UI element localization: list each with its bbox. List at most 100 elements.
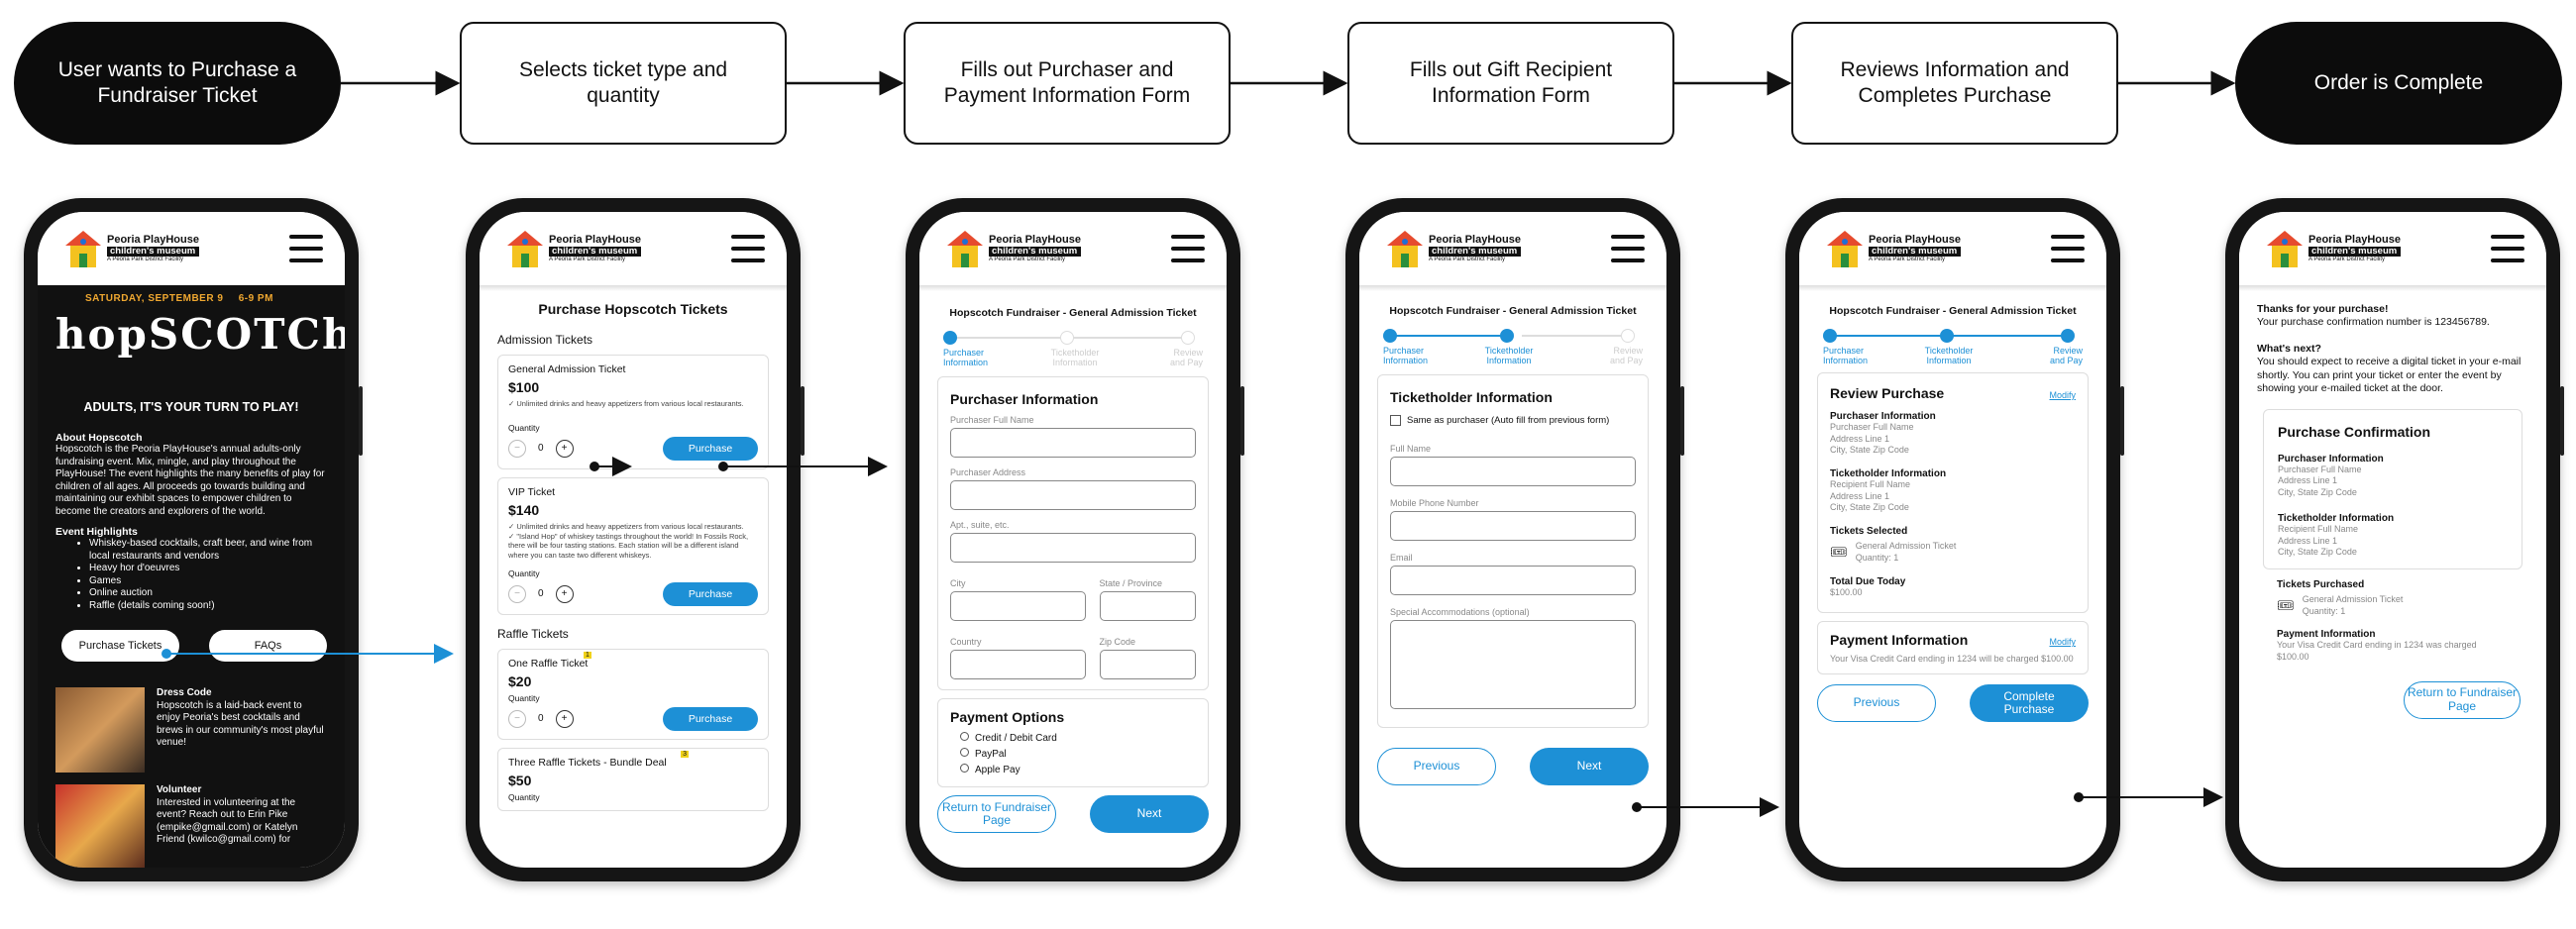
payment-option-applepay[interactable]: Apple Pay — [960, 763, 1196, 778]
progress-stepper: Purchaser Information Ticketholder Infor… — [1377, 329, 1649, 368]
step-dot — [1181, 331, 1195, 345]
hamburger-menu-icon[interactable] — [731, 235, 765, 262]
tagline: ADULTS, IT'S YOUR TURN TO PLAY! — [83, 400, 299, 414]
checkbox-icon[interactable] — [1390, 415, 1401, 426]
plus-button[interactable]: + — [555, 439, 574, 458]
about-title: About Hopscotch — [55, 432, 143, 444]
event-title: Hopscotch Fundraiser - General Admission… — [949, 307, 1197, 319]
ticketholder-card: Ticketholder Information Same as purchas… — [1377, 374, 1649, 728]
house-logo-icon — [947, 231, 983, 267]
radio-icon[interactable] — [960, 732, 969, 741]
country-input[interactable] — [950, 650, 1086, 679]
step-dot — [1060, 331, 1074, 345]
radio-icon[interactable] — [960, 764, 969, 773]
minus-button[interactable]: − — [508, 584, 526, 603]
payment-option-paypal[interactable]: PayPal — [960, 747, 1196, 763]
highlight-item: Whiskey-based cocktails, craft beer, and… — [89, 538, 327, 563]
info-line: General Admission Ticket — [1855, 541, 1957, 552]
next-button[interactable]: Next — [1530, 748, 1649, 785]
house-logo-icon — [1827, 231, 1863, 267]
flow-node-start: User wants to Purchase a Fundraiser Tick… — [14, 22, 341, 145]
state-input[interactable] — [1099, 591, 1196, 621]
field-label: Country — [950, 637, 982, 647]
hamburger-menu-icon[interactable] — [1171, 235, 1205, 262]
phone-input[interactable] — [1390, 511, 1636, 541]
full-name-input[interactable] — [1390, 457, 1636, 486]
info-line: Address Line 1 — [1830, 490, 1890, 501]
return-to-fundraiser-button[interactable]: Return to Fundraiser Page — [2404, 680, 2521, 719]
flow-node-select-ticket: Selects ticket type and quantity — [460, 22, 787, 145]
return-button[interactable]: Return to Fundraiser Page — [937, 795, 1056, 833]
purchase-tickets-button[interactable]: Purchase Tickets — [61, 630, 179, 662]
zip-input[interactable] — [1099, 650, 1196, 679]
option-label: PayPal — [975, 749, 1007, 760]
purchase-button[interactable]: Purchase — [663, 436, 758, 461]
info-line: City, State Zip Code — [2278, 487, 2357, 498]
ticket-card-general: General Admission Ticket $100 ✓ Unlimite… — [497, 355, 769, 469]
step-label: Purchaser Information — [1383, 346, 1429, 365]
plus-button[interactable]: + — [555, 584, 574, 603]
quantity-value: 0 — [538, 713, 544, 725]
purchase-button[interactable]: Purchase — [663, 706, 758, 731]
quantity-value: 0 — [538, 443, 544, 455]
quantity-value: 0 — [538, 588, 544, 600]
purchaser-name-input[interactable] — [950, 428, 1196, 458]
section-title: Ticketholder Information — [2278, 512, 2395, 524]
info-line: General Admission Ticket — [2302, 593, 2404, 604]
plus-button[interactable]: + — [555, 709, 574, 728]
complete-purchase-button[interactable]: Complete Purchase — [1970, 683, 2089, 722]
payment-body: Your Visa Credit Card ending in 1234 was… — [2277, 640, 2477, 662]
email-input[interactable] — [1390, 566, 1636, 595]
minus-button[interactable]: − — [508, 709, 526, 728]
same-as-purchaser-checkbox[interactable]: Same as purchaser (Auto fill from previo… — [1390, 415, 1636, 426]
field-label: Full Name — [1390, 444, 1432, 454]
flow-node-recipient-form: Fills out Gift Recipient Information For… — [1347, 22, 1674, 145]
house-logo-icon — [1387, 231, 1423, 267]
raffle-heading: Raffle Tickets — [497, 626, 569, 641]
step-dot-active — [943, 331, 957, 345]
next-button[interactable]: Next — [1090, 795, 1209, 833]
event-title: Hopscotch Fundraiser - General Admission… — [1389, 305, 1637, 317]
confirmation-content: Thanks for your purchase! Your purchase … — [2239, 285, 2546, 868]
faqs-button[interactable]: FAQs — [209, 630, 327, 662]
purchaser-address-input[interactable] — [950, 480, 1196, 510]
modify-link[interactable]: Modify — [2049, 390, 2076, 400]
city-input[interactable] — [950, 591, 1086, 621]
previous-button[interactable]: Previous — [1817, 683, 1936, 722]
ticket-price: $50 — [508, 772, 532, 788]
highlight-item: Raffle (details coming soon!) — [89, 600, 327, 613]
payment-option-card[interactable]: Credit / Debit Card — [960, 731, 1196, 747]
apt-input[interactable] — [950, 533, 1196, 563]
option-label: Apple Pay — [975, 765, 1020, 775]
hamburger-menu-icon[interactable] — [289, 235, 323, 262]
logo-line2: children's museum — [107, 246, 199, 257]
accommodations-textarea[interactable] — [1390, 620, 1636, 709]
minus-button[interactable]: − — [508, 439, 526, 458]
previous-button[interactable]: Previous — [1377, 748, 1496, 785]
confirmation-number: Your purchase confirmation number is 123… — [2257, 316, 2490, 329]
thanks-text: Thanks for your purchase! — [2257, 303, 2389, 315]
section-title: Purchaser Information — [1830, 411, 1936, 422]
purchase-button[interactable]: Purchase — [663, 581, 758, 606]
banner-date: SATURDAY, SEPTEMBER 9 — [85, 293, 224, 304]
hamburger-menu-icon[interactable] — [2491, 235, 2524, 262]
section-title: Payment Information — [2277, 629, 2376, 641]
logo-line3: A Peoria Park District Facility — [1429, 256, 1506, 262]
flow-node-text: Selects ticket type and quantity — [518, 57, 728, 107]
modify-link[interactable]: Modify — [2049, 637, 2076, 648]
hamburger-menu-icon[interactable] — [2051, 235, 2085, 262]
step-label: Ticketholder Information — [1050, 348, 1100, 367]
field-label: Purchaser Address — [950, 467, 1026, 477]
radio-icon[interactable] — [960, 748, 969, 757]
hamburger-menu-icon[interactable] — [1611, 235, 1645, 262]
section-title: Purchaser Information — [2278, 453, 2384, 464]
volunteer-photo — [55, 784, 145, 868]
